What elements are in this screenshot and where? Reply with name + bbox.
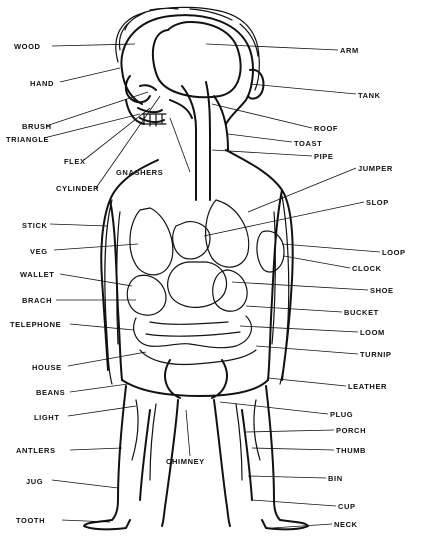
label-gnashers: GNASHERS <box>116 168 163 177</box>
label-veg: VEG <box>30 247 48 256</box>
label-triangle: TRIANGLE <box>6 135 49 144</box>
label-porch: PORCH <box>336 426 366 435</box>
stomach <box>167 261 228 308</box>
label-brach: BRACH <box>22 296 52 305</box>
label-cylinder: CYLINDER <box>56 184 99 193</box>
label-wood: WOOD <box>14 42 41 51</box>
label-jug: JUG <box>26 477 43 486</box>
body-outline <box>83 6 309 531</box>
label-stick: STICK <box>22 221 48 230</box>
brain <box>151 21 242 99</box>
label-slop: SLOP <box>366 198 389 207</box>
label-bucket: BUCKET <box>344 308 379 317</box>
label-toast: TOAST <box>294 139 322 148</box>
label-bin: BIN <box>328 474 343 483</box>
label-plug: PLUG <box>330 410 353 419</box>
hair <box>115 6 260 91</box>
label-tank: TANK <box>358 91 381 100</box>
torso <box>100 149 294 381</box>
label-beans: BEANS <box>36 388 65 397</box>
arm-right <box>271 195 290 385</box>
label-roof: ROOF <box>314 124 338 133</box>
head <box>120 14 254 125</box>
neck-tubes <box>169 81 229 201</box>
label-arm: ARM <box>340 46 359 55</box>
label-thumb: THUMB <box>336 446 366 455</box>
label-chimney: CHIMNEY <box>166 457 205 466</box>
label-wallet: WALLET <box>20 270 54 279</box>
labels-right: ARM TANK ROOF TOAST PIPE JUMPER SLOP LOO… <box>294 46 406 529</box>
labels-left: WOOD HAND BRUSH TRIANGLE FLEX CYLINDER G… <box>6 42 205 525</box>
label-loom: LOOM <box>360 328 385 337</box>
label-brush: BRUSH <box>22 122 52 131</box>
kidney-left <box>256 230 285 273</box>
label-jumper: JUMPER <box>358 164 393 173</box>
label-light: LIGHT <box>34 413 60 422</box>
ear <box>247 68 265 100</box>
label-loop: LOOP <box>382 248 406 257</box>
label-leather: LEATHER <box>348 382 387 391</box>
label-clock: CLOCK <box>352 264 382 273</box>
label-turnip: TURNIP <box>360 350 392 359</box>
label-pipe: PIPE <box>314 152 334 161</box>
label-antlers: ANTLERS <box>16 446 56 455</box>
heart <box>172 221 211 260</box>
label-hand: HAND <box>30 79 54 88</box>
label-neck: NECK <box>334 520 358 529</box>
label-shoe: SHOE <box>370 286 394 295</box>
liver <box>126 269 248 316</box>
pelvis <box>121 359 269 399</box>
label-telephone: TELEPHONE <box>10 320 61 329</box>
label-house: HOUSE <box>32 363 62 372</box>
lungs <box>129 199 250 276</box>
face <box>124 75 165 125</box>
leg-muscles <box>131 399 261 481</box>
leader-lines <box>43 43 381 529</box>
label-cup: CUP <box>338 502 356 511</box>
label-tooth: TOOTH <box>16 516 45 525</box>
intestines <box>133 315 257 366</box>
label-flex: FLEX <box>64 157 86 166</box>
legs <box>83 385 309 531</box>
